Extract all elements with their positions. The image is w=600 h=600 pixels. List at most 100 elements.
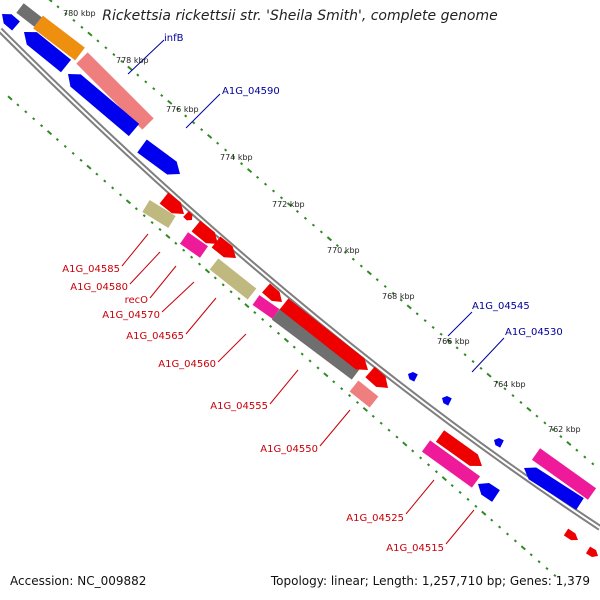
lower-tick-row-tick — [16, 103, 20, 107]
lower-tick-row-tick — [32, 117, 36, 121]
gene-label-A1G_04590[interactable]: A1G_04590 — [222, 86, 280, 97]
gene-feature-blue-04515[interactable] — [478, 482, 500, 502]
lower-tick-row-tick — [79, 158, 83, 162]
gene-feature-blue-marker-04545[interactable] — [408, 372, 418, 382]
gene-feature-salmon-04550[interactable] — [349, 380, 379, 408]
gene-feature-red-04550-end[interactable] — [365, 366, 388, 388]
leader-A1G_04565 — [185, 297, 217, 335]
label-leader-lines — [121, 39, 505, 545]
gene-feature-magenta-right[interactable] — [531, 448, 597, 500]
upper-tick-row-tick — [263, 182, 268, 186]
gene-feature-magenta-04555[interactable] — [252, 295, 280, 319]
upper-tick-row-tick — [335, 244, 339, 248]
gene-feature-blue-mid[interactable] — [137, 139, 180, 175]
upper-tick-row-tick — [152, 87, 156, 91]
gene-label-A1G_04570[interactable]: A1G_04570 — [102, 310, 160, 321]
gene-features — [2, 3, 598, 558]
scale-label-770: 770 kbp — [327, 246, 360, 255]
upper-tick-row-tick — [127, 65, 133, 71]
upper-tick-row-tick — [486, 372, 492, 378]
gene-feature-magenta-04565[interactable] — [179, 232, 209, 258]
upper-tick-row-tick — [232, 155, 236, 159]
gene-label-A1G_04585[interactable]: A1G_04585 — [62, 264, 120, 275]
gene-feature-red-04555a[interactable] — [262, 283, 282, 302]
lower-tick-row-tick — [529, 553, 533, 557]
lower-tick-row-tick — [150, 221, 154, 225]
gene-label-A1G_04555[interactable]: A1G_04555 — [210, 401, 268, 412]
upper-tick-row-tick — [279, 196, 284, 200]
lower-tick-row-tick — [118, 193, 123, 197]
gene-feature-blue-upper[interactable] — [24, 32, 72, 73]
leader-A1G_04585 — [121, 233, 149, 267]
gene-label-A1G_04515[interactable]: A1G_04515 — [386, 543, 444, 554]
upper-tick-row-tick — [136, 73, 140, 77]
upper-tick-row-tick — [519, 400, 523, 404]
upper-tick-row-tick — [326, 236, 333, 242]
scale-labels: 780 kbp 778 kbp 776 kbp 774 kbp 772 kbp … — [63, 9, 581, 434]
gene-label-A1G_04545[interactable]: A1G_04545 — [472, 301, 530, 312]
gene-feature-khaki-04585[interactable] — [142, 200, 176, 228]
lower-tick-row-tick — [300, 352, 304, 356]
upper-tick-row-tick — [200, 128, 204, 132]
lower-tick-row-tick — [158, 227, 162, 232]
gene-label-recO[interactable]: recO — [125, 295, 149, 306]
gene-feature-red-04580[interactable] — [159, 192, 184, 214]
upper-tick-row-tick — [431, 325, 435, 329]
upper-tick-row-tick — [543, 421, 547, 425]
upper-tick-row-tick — [406, 304, 412, 310]
gene-feature-blue-right[interactable] — [524, 467, 584, 510]
gene-feature-blue-marker-right[interactable] — [494, 438, 504, 448]
gene-feature-gray-top[interactable] — [16, 3, 42, 27]
lower-tick-row-tick — [197, 262, 202, 266]
scale-label-774: 774 kbp — [220, 153, 253, 162]
upper-tick-row-tick — [216, 141, 220, 145]
lower-tick-row-tick — [103, 179, 107, 183]
lower-tick-row-tick — [537, 560, 541, 564]
scale-label-772: 772 kbp — [272, 200, 305, 209]
gene-feature-blue-marker-04530[interactable] — [442, 396, 452, 406]
lower-tick-row-tick — [111, 186, 115, 190]
gene-label-A1G_04560[interactable]: A1G_04560 — [158, 359, 216, 370]
lower-tick-row-tick — [142, 214, 146, 218]
gene-label-A1G_04580[interactable]: A1G_04580 — [70, 282, 128, 293]
upper-tick-row-tick — [423, 319, 427, 323]
lower-tick-row-tick — [347, 394, 352, 398]
leader-A1G_04555 — [269, 369, 299, 405]
gene-feature-magenta-04525[interactable] — [421, 440, 481, 488]
leader-A1G_04570 — [161, 281, 195, 313]
lower-tick-row-tick — [24, 110, 28, 114]
gene-feature-red-small-bottom[interactable] — [563, 528, 578, 541]
gene-feature-red-small-reco[interactable] — [183, 211, 193, 221]
gene-label-infB[interactable]: infB — [164, 33, 184, 44]
upper-tick-row-tick — [471, 359, 475, 364]
lower-tick-row-tick — [355, 400, 360, 405]
gene-feature-red-tiny-bottom[interactable] — [585, 546, 598, 558]
gene-feature-khaki-04560[interactable] — [209, 258, 257, 300]
gene-label-A1G_04550[interactable]: A1G_04550 — [260, 444, 318, 455]
gene-feature-red-04550-long[interactable] — [279, 298, 368, 370]
lower-tick-row-tick — [371, 414, 375, 418]
lower-tick-row-tick — [340, 387, 344, 391]
scale-label-780: 780 kbp — [63, 9, 96, 18]
scale-label-768: 768 kbp — [382, 292, 415, 301]
gene-label-A1G_04530[interactable]: A1G_04530 — [505, 327, 563, 338]
gene-feature-salmon-infB[interactable] — [76, 52, 154, 130]
gene-feature-blue-small-left[interactable] — [2, 14, 20, 31]
gene-feature-orange[interactable] — [33, 15, 85, 61]
upper-tick-row-tick — [455, 346, 459, 350]
gene-feature-blue-long[interactable] — [68, 74, 140, 137]
gene-feature-gray-04555[interactable] — [271, 308, 361, 380]
gene-label-A1G_04565[interactable]: A1G_04565 — [126, 331, 184, 342]
leader-A1G_04580 — [129, 251, 161, 285]
lower-tick-row-tick — [520, 545, 526, 551]
gene-feature-red-04570b[interactable] — [211, 236, 236, 258]
lower-tick-row-tick — [513, 539, 517, 543]
gene-feature-red-04525[interactable] — [435, 430, 482, 466]
gene-feature-red-04570a[interactable] — [191, 220, 218, 244]
gene-label-A1G_04525[interactable]: A1G_04525 — [346, 513, 404, 524]
lower-tick-row-tick — [7, 95, 13, 101]
backbone-group — [0, 27, 600, 531]
leader-A1G_04590 — [185, 93, 221, 129]
lower-tick-row-tick — [269, 324, 273, 328]
lower-tick-row-tick — [332, 380, 336, 384]
